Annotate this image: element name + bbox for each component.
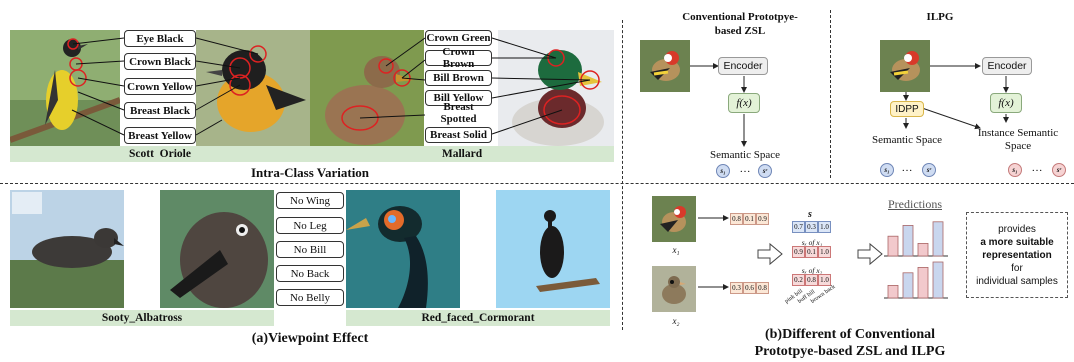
prediction-bottom-bar [918,267,928,298]
x2-value: 0.6 [743,282,756,294]
x1-value: 0.8 [730,213,743,225]
provides-line-2: a more suitable [980,236,1053,249]
sooty-albatross-photo-1 [10,190,124,308]
ellipsis-conv: … [738,163,752,176]
caption-viewpoint-effect: (a)Viewpoint Effect [0,330,620,347]
chip-sx1-ilpg: s₁ [1008,163,1022,177]
red-faced-cormorant-photo-2 [496,190,610,308]
attr-label-crown-black: Crown Black [124,53,196,70]
provides-line-4: for [1011,262,1023,275]
sx1-value: 0.1 [805,246,818,258]
attr-label-bill-brown: Bill Brown [425,70,492,86]
attr-label-breast-solid: Breast Solid [425,127,492,143]
sx1-value: 1.0 [818,246,831,258]
sx2-value: 0.8 [805,274,818,286]
sx2-value: 1.0 [818,274,831,286]
provides-line-3: representation [982,249,1051,262]
chip-sc-ilpg: sᶜ [922,163,936,177]
red-faced-cormorant-photo-1 [346,190,460,308]
s-vector: 0.7 0.3 1.0 [792,221,831,233]
encoder-box-conv: Encoder [718,57,768,75]
no-belly-label: No Belly [276,289,344,306]
caption-b: (b)Different of Conventional Prototpye-b… [640,326,1060,360]
species-label-scott-oriole: Scott Oriole [10,146,310,162]
species-label-red-faced-cormorant: Red_faced_Cormorant [346,310,610,326]
x2-value: 0.8 [756,282,769,294]
no-bill-label: No Bill [276,241,344,258]
chip-s1-ilpg: s₁ [880,163,894,177]
goldfinch-photo-conv [640,40,690,92]
attr-label-breast-spotted: Breast Spotted [425,100,492,126]
species-label-mallard: Mallard [310,146,614,162]
no-back-label: No Back [276,265,344,282]
prediction-top-bar [888,236,898,256]
sx1-vector: 0.9 0.1 1.0 [792,246,831,258]
predictions-title: Predictions [880,198,950,211]
attr-label-eye-black: Eye Black [124,30,196,47]
caption-intra-class: Intra-Class Variation [0,164,620,181]
attr-label-crown-green: Crown Green [425,30,492,46]
prediction-bottom-bar [888,285,898,298]
x1-value: 0.1 [743,213,756,225]
prediction-bottom-bar [903,273,913,298]
sooty-albatross-photo-2 [160,190,274,308]
attr-label-crown-yellow: Crown Yellow [124,78,196,95]
provides-line-1: provides [998,223,1036,236]
s-value: 1.0 [818,221,831,233]
prediction-top-bar [933,222,943,256]
predictions-bars [884,212,948,302]
fx-box-conv: f(x) [728,93,760,113]
viewpoint-panel: No Wing No Leg No Bill No Back No Belly … [0,186,620,362]
prediction-top-bar [918,243,928,256]
species-label-sooty-albatross: Sooty_Albatross [10,310,274,326]
prediction-top-bar [903,225,913,256]
x1-attribute-vector: 0.8 0.1 0.9 [730,213,769,225]
goldfinch-photo-ilpg [880,40,930,92]
x1-value: 0.9 [756,213,769,225]
s-value: 0.7 [792,221,805,233]
x2-attribute-vector: 0.3 0.6 0.8 [730,282,769,294]
sx1-value: 0.9 [792,246,805,258]
chip-s1-conv: s₁ [716,164,730,178]
ellipsis-ilpg-1: … [900,162,914,175]
sx2-value: 0.2 [792,274,805,286]
idpp-box: IDPP [890,101,924,117]
intra-class-panel: Eye Black Crown Black Crown Yellow Breas… [0,0,620,180]
provides-line-5: individual samples [976,275,1058,288]
ellipsis-ilpg-2: … [1030,162,1044,175]
provides-box: provides a more suitable representation … [966,212,1068,298]
attr-label-crown-brown: Crown Brown [425,50,492,66]
chip-sxn-ilpg: sᶜ [1052,163,1066,177]
prediction-bottom-bar [933,262,943,298]
attr-label-breast-yellow: Breast Yellow [124,127,196,144]
encoder-box-ilpg: Encoder [982,57,1032,75]
semantic-space-label-ilpg: Semantic Space [852,134,962,147]
s-label: s [790,208,830,221]
s-value: 0.3 [805,221,818,233]
semantic-space-label-conv: Semantic Space [690,149,800,162]
fx-box-ilpg: f(x) [990,93,1022,113]
instance-semantic-space-label: Instance Semantic Space [962,127,1074,153]
no-wing-label: No Wing [276,192,344,209]
no-leg-label: No Leg [276,217,344,234]
x2-value: 0.3 [730,282,743,294]
sx2-vector: 0.2 0.8 1.0 [792,274,831,286]
chip-sc-conv: sᶜ [758,164,772,178]
attr-label-breast-black: Breast Black [124,102,196,119]
